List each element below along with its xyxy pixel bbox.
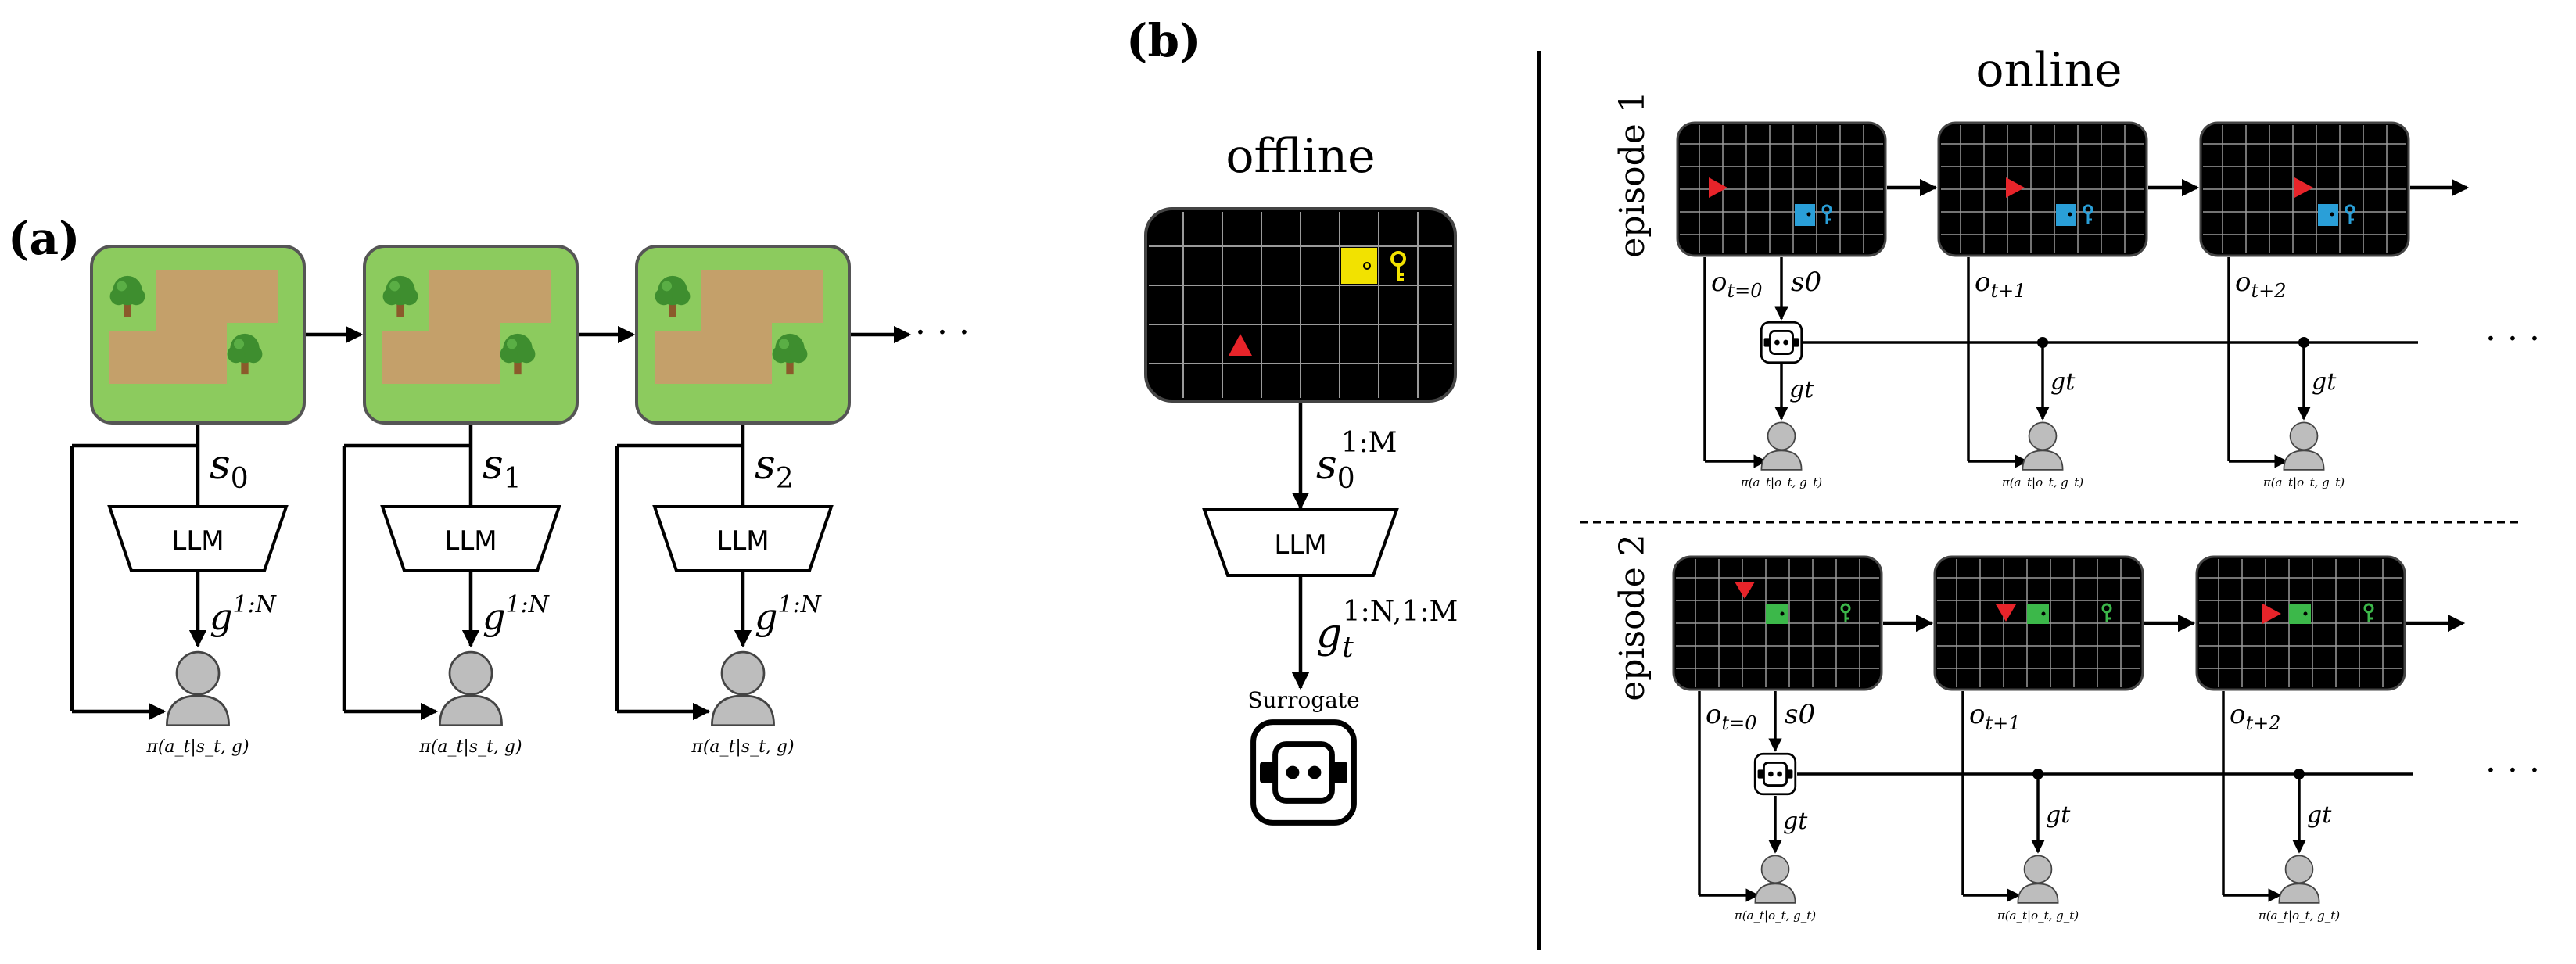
panel-b-offline: (b) offline s01:M LLM gt1:N,1:M Surrogat… (1126, 14, 1458, 822)
offline-llm-block (1202, 508, 1399, 577)
episode-2: episode 2 ot=0 ot+1 ot+2 s0 (1613, 534, 2540, 923)
goal-label: gt (2046, 801, 2071, 829)
policy-label: π(a_t|o_t, g_t) (2001, 475, 2083, 489)
obs-grid-0 (1672, 555, 1883, 691)
offline-llm-label: LLM (1274, 529, 1326, 561)
obs-label: ot+1 (1975, 267, 2026, 302)
state-label: s0 (1791, 267, 1821, 298)
policy-label: π(a_t|s_t, g) (418, 737, 522, 757)
obs-label: ot+2 (2230, 699, 2281, 734)
state-label: s1 (483, 442, 522, 495)
goal-label: gt (1789, 376, 1814, 403)
pipeline-column-1: s1 LLM g1:N π(a_t|s_t, g) (342, 425, 561, 757)
offline-grid (1144, 207, 1457, 403)
panel-a: (a) · · · s0 LLM g1:N π(a_t|s_t, g) (8, 212, 970, 757)
obs-label: ot=0 (1706, 699, 1757, 734)
state-label: s0 (210, 442, 249, 495)
policy-label: π(a_t|o_t, g_t) (1997, 908, 2079, 923)
llm-label: LLM (171, 525, 224, 557)
agent-icon (166, 650, 230, 727)
goal-label: g1:N (483, 591, 551, 638)
offline-title: offline (1225, 129, 1375, 184)
obs-grid-1 (1933, 555, 2144, 691)
policy-label: π(a_t|s_t, g) (691, 737, 794, 757)
obs-label: ot+2 (2235, 267, 2287, 302)
state-label: s2 (755, 442, 794, 495)
obs-grid-2 (2199, 121, 2410, 257)
state-label: s0 (1785, 699, 1815, 730)
surrogate-robot-icon (1760, 321, 1803, 364)
obs-grid-0 (1676, 121, 1887, 257)
episode-1: episode 1 ot=0 ot+1 ot+2 s0 (1613, 91, 2540, 489)
surrogate-label: Surrogate (1247, 687, 1359, 713)
agent-icon (2278, 855, 2320, 904)
agent-icon (2017, 855, 2059, 904)
ellipsis: · · · (2485, 319, 2540, 359)
llm-block (107, 505, 289, 572)
llm-block (380, 505, 561, 572)
panel-b-label: (b) (1126, 14, 1200, 67)
episode-label: episode 2 (1613, 534, 1652, 701)
surrogate-robot-icon (1753, 752, 1797, 796)
panel-b-online: online episode 1 ot=0 ot+1 ot+2 s0 (1580, 43, 2540, 923)
goal-label: gt (2050, 368, 2076, 396)
online-title: online (1975, 43, 2122, 98)
state-tile-0 (91, 246, 304, 423)
agent-icon (1754, 855, 1796, 904)
goal-label: gt (2307, 801, 2332, 829)
ellipsis: · · · (2485, 751, 2540, 790)
state-tile-1 (364, 246, 577, 423)
llm-block (652, 505, 834, 572)
policy-label: π(a_t|o_t, g_t) (1734, 908, 1816, 923)
episode-label: episode 1 (1613, 91, 1652, 258)
goal-label: gt (1783, 808, 1808, 835)
goal-label: g1:N (210, 591, 278, 638)
agent-icon (439, 650, 503, 727)
agent-icon (711, 650, 775, 727)
surrogate-robot-icon (1254, 722, 1354, 823)
ellipsis: · · · (915, 313, 970, 353)
obs-grid-2 (2195, 555, 2406, 691)
obs-label: ot+1 (1969, 699, 2021, 734)
agent-icon (2283, 421, 2325, 471)
llm-label: LLM (444, 525, 497, 557)
obs-grid-1 (1937, 121, 2148, 257)
goal-label: g1:N (755, 591, 823, 638)
goal-label: gt (2312, 368, 2337, 396)
agent-icon (1760, 421, 1803, 471)
pipeline-column-2: s2 LLM g1:N π(a_t|s_t, g) (615, 425, 834, 757)
policy-label: π(a_t|s_t, g) (145, 737, 249, 757)
state-tile-2 (637, 246, 849, 423)
policy-label: π(a_t|o_t, g_t) (2258, 908, 2340, 923)
pipeline-column-0: s0 LLM g1:N π(a_t|s_t, g) (70, 425, 289, 757)
obs-label: ot=0 (1711, 267, 1763, 302)
agent-icon (2022, 421, 2064, 471)
offline-goal-label: gt1:N,1:M (1316, 596, 1458, 664)
panel-a-label: (a) (8, 212, 80, 265)
policy-label: π(a_t|o_t, g_t) (2262, 475, 2345, 489)
llm-label: LLM (716, 525, 769, 557)
offline-state-label: s01:M (1316, 427, 1397, 495)
policy-label: π(a_t|o_t, g_t) (1740, 475, 1822, 489)
